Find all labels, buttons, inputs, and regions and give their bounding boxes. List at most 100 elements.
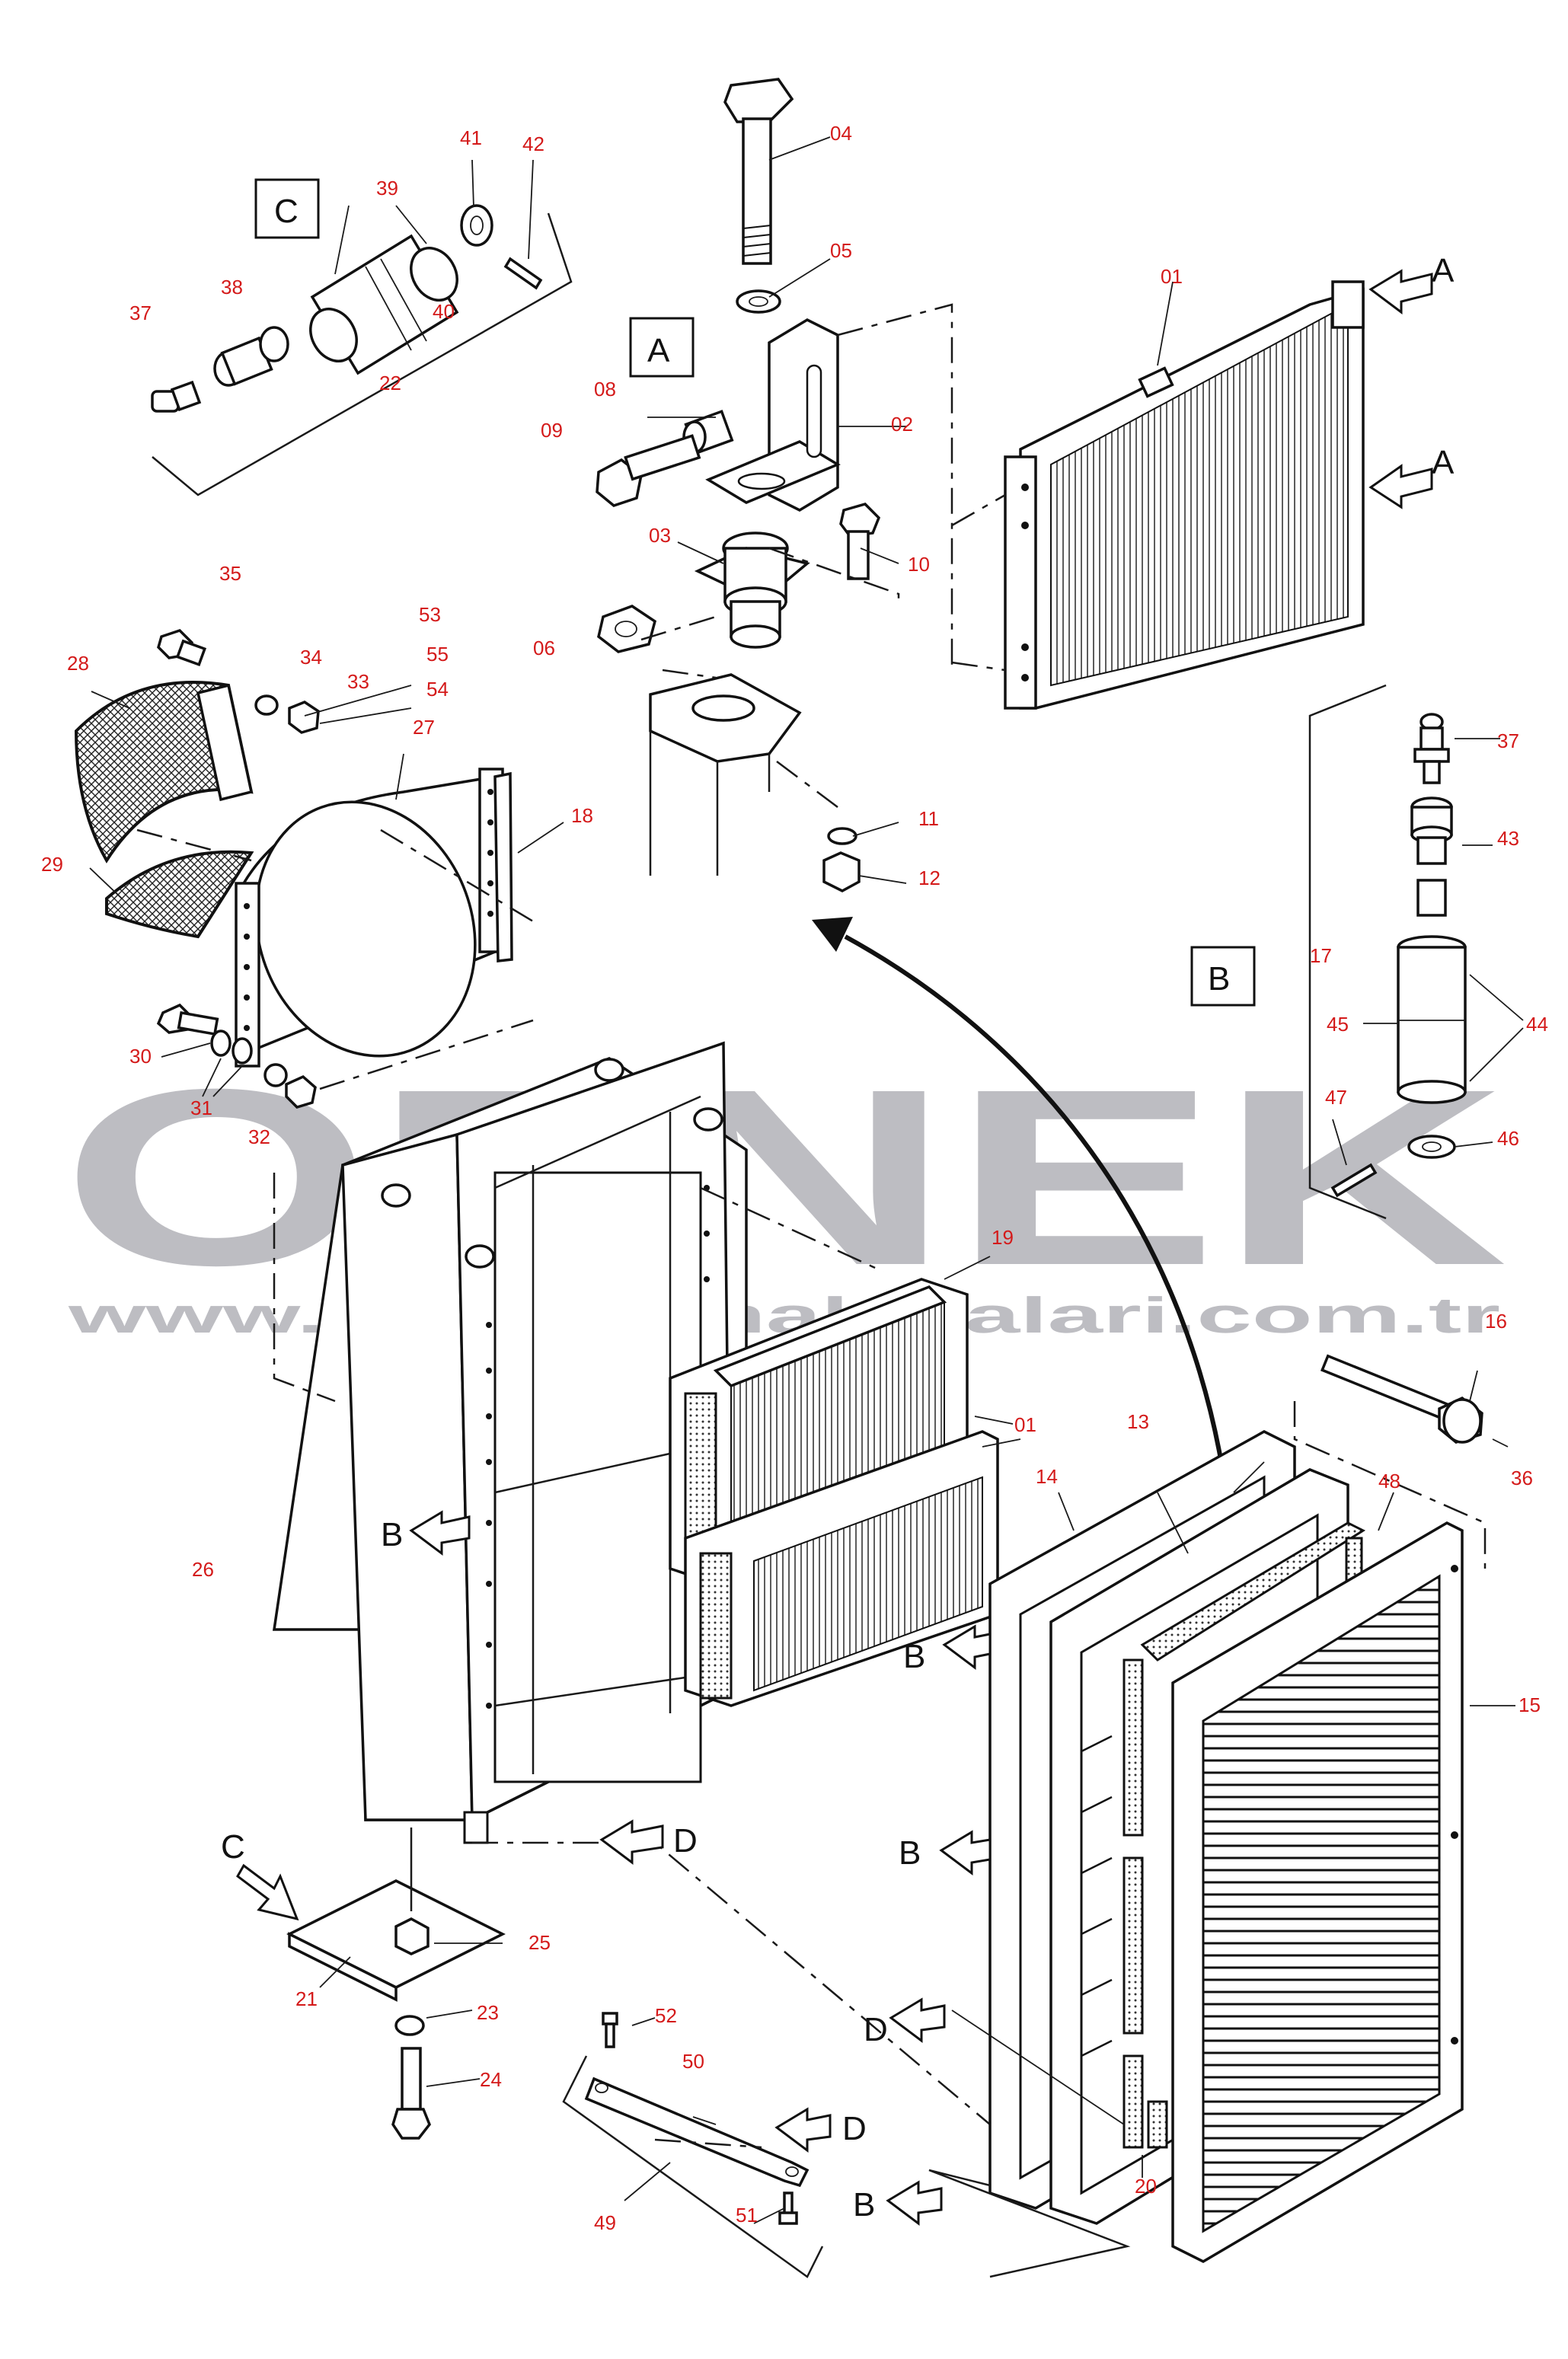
callout-01a: 01 (1161, 265, 1183, 288)
callout-22: 22 (379, 372, 401, 394)
base-plate-21 (286, 1879, 506, 2002)
callout-52: 52 (655, 2004, 677, 2027)
shroud-27 (235, 768, 504, 1068)
callout-49: 49 (594, 2211, 616, 2234)
bolt-37-view-c (151, 380, 202, 413)
washer-46 (1407, 1135, 1456, 1159)
callout-44: 44 (1526, 1013, 1548, 1036)
bolt-24 (391, 2047, 431, 2140)
bracket-02 (705, 318, 841, 512)
bolt-52 (602, 2012, 618, 2048)
arrow-d-3 (774, 2107, 832, 2153)
callout-47: 47 (1325, 1086, 1347, 1109)
callout-24: 24 (480, 2068, 502, 2091)
view-c-outline (152, 212, 573, 496)
fan-guard-29 (105, 850, 254, 939)
view-box-b (1190, 946, 1256, 1007)
callout-19: 19 (992, 1226, 1014, 1249)
bolt-10 (839, 503, 881, 580)
rubber-mount-03 (694, 531, 810, 649)
callout-39: 39 (376, 177, 398, 200)
callout-33: 33 (347, 670, 369, 693)
washer-11 (827, 827, 857, 845)
strap-50 (584, 2076, 810, 2188)
arrow-c (236, 1863, 299, 1921)
callout-27: 27 (413, 716, 435, 739)
nut-33 (288, 701, 320, 734)
washer-32a (263, 1063, 288, 1087)
callout-08: 08 (594, 378, 616, 401)
callout-12: 12 (918, 867, 940, 889)
washer-31a (210, 1029, 232, 1057)
arrow-d-2-label: D (864, 2011, 888, 2048)
callout-09: 09 (541, 419, 563, 442)
callout-28: 28 (67, 652, 89, 675)
callout-10: 10 (908, 553, 930, 576)
callout-14: 14 (1036, 1465, 1058, 1488)
callout-55: 55 (426, 643, 449, 666)
mount-cylinder-39 (309, 234, 459, 375)
callout-21: 21 (295, 1987, 318, 2010)
callout-26: 26 (192, 1558, 214, 1581)
callout-16: 16 (1485, 1310, 1507, 1333)
view-a-group: A (596, 78, 953, 892)
arrow-a-2 (1368, 464, 1433, 509)
callout-32: 32 (248, 1125, 270, 1148)
grille-15 (1171, 1521, 1464, 2263)
nut-25 (394, 1917, 430, 1955)
callout-25: 25 (529, 1931, 551, 1954)
callout-17: 17 (1310, 944, 1332, 967)
callout-46: 46 (1497, 1127, 1519, 1150)
view-box-a (629, 317, 695, 378)
callout-03: 03 (649, 524, 671, 547)
washer-41 (460, 204, 493, 247)
view-box-a-label: A (647, 332, 670, 369)
washer-34 (254, 694, 279, 716)
arrow-c-label: C (221, 1828, 245, 1866)
washer-41-hole (470, 215, 484, 235)
callout-06: 06 (533, 637, 555, 659)
frame-post (649, 673, 802, 876)
oil-cooler-01-center-bottom (684, 1430, 999, 1707)
bushing-38 (213, 326, 289, 387)
bolt-35 (157, 628, 207, 667)
callout-numbers: 01 01 02 03 04 05 06 08 09 10 11 12 13 1… (41, 122, 1548, 2234)
watermark: ORNEK www.ornekismakinalari.com.tr (61, 1036, 1508, 1343)
view-b-group: B (1190, 684, 1524, 1220)
arrow-b-mid1-label: B (903, 1638, 925, 1675)
bolt-30 (156, 1003, 219, 1036)
callout-50: 50 (682, 2050, 704, 2073)
washer-31b (232, 1037, 253, 1065)
bolt-51 (778, 2191, 798, 2225)
bolt-04 (723, 78, 794, 265)
bolt-16 (1320, 1354, 1483, 1444)
callout-42: 42 (522, 132, 544, 155)
arrow-a-2-label: A (1432, 444, 1455, 481)
callout-20: 20 (1135, 2175, 1157, 2198)
arrow-a-1-label: A (1432, 252, 1455, 289)
callout-05: 05 (830, 239, 852, 262)
arrow-b-mid1 (942, 1624, 992, 1670)
callout-30: 30 (129, 1045, 152, 1068)
arrow-b-bottom (886, 2180, 943, 2226)
seal-strip-18 (493, 771, 513, 962)
radiator-frame-26 (272, 1041, 748, 1844)
view-b-outline (1308, 684, 1387, 1220)
callout-34: 34 (300, 646, 322, 669)
callout-04: 04 (830, 122, 852, 145)
callout-15: 15 (1519, 1693, 1541, 1716)
pin-42 (503, 257, 543, 290)
callout-37a: 37 (129, 302, 152, 324)
callout-38: 38 (221, 276, 243, 298)
grease-nipple-37-view-b (1413, 713, 1450, 784)
view-c-group: C (151, 159, 573, 496)
callout-51: 51 (736, 2204, 758, 2227)
callout-48: 48 (1378, 1470, 1400, 1492)
callout-43: 43 (1497, 827, 1519, 850)
callout-41: 41 (460, 126, 482, 149)
view-box-c (254, 178, 320, 239)
bolt-09 (596, 434, 701, 507)
callout-40: 40 (433, 300, 455, 323)
callout-11: 11 (918, 807, 939, 830)
arrow-b-mid2 (939, 1830, 992, 1875)
